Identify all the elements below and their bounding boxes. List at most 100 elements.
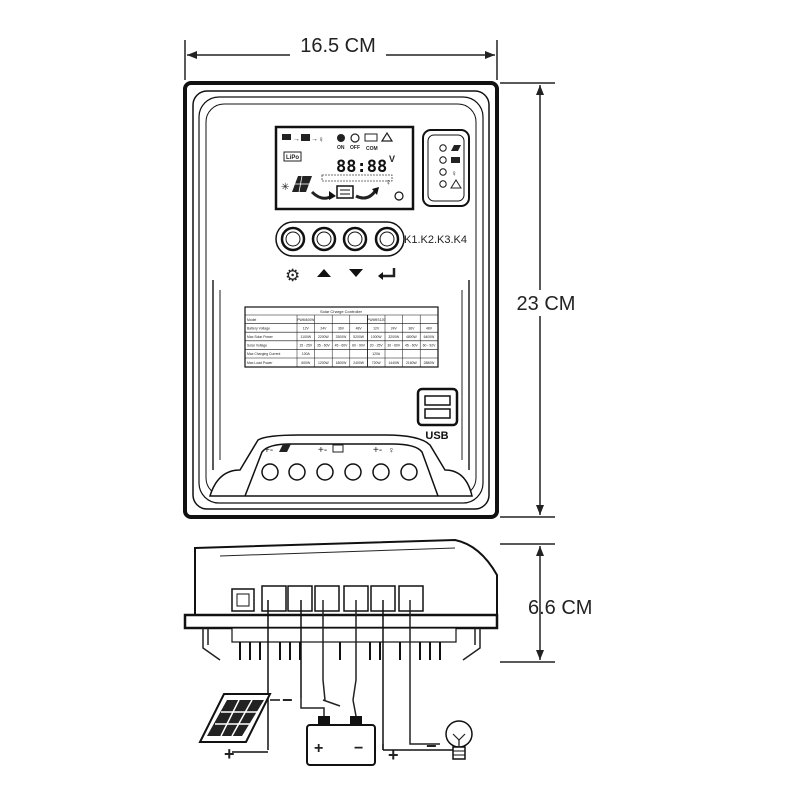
gear-icon: ⚙ bbox=[285, 266, 300, 285]
terminal-block-front: +- +- +- ♀ bbox=[208, 434, 473, 497]
key-k2-button[interactable] bbox=[311, 226, 337, 252]
lcd-com-label: COM bbox=[366, 146, 378, 152]
spec-table-cell: 100A bbox=[302, 352, 311, 356]
terminal-solar-icon bbox=[279, 444, 291, 452]
load-minus-label: − bbox=[426, 736, 437, 756]
spec-table-cell: 24V bbox=[320, 326, 327, 330]
spec-table-row-header: Max Charging Current bbox=[247, 352, 280, 356]
lcd-bulb-icon: ♀ bbox=[385, 177, 392, 187]
spec-table-cell: 60 - 92V bbox=[423, 344, 437, 348]
lcd-display: → → ♀ ON OFF COM LiPo 88:88 V ✳ bbox=[274, 125, 415, 211]
load-plus-minus-icon: +- bbox=[373, 445, 382, 456]
led-load bbox=[439, 168, 447, 176]
enter-icon bbox=[383, 268, 396, 278]
spec-table-cell: 45 - 60V bbox=[335, 344, 349, 348]
key-k3-button[interactable] bbox=[342, 226, 368, 252]
side-view bbox=[183, 538, 499, 661]
spec-table-cell: 12V bbox=[373, 326, 380, 330]
spec-table-cell: 2400W bbox=[353, 361, 365, 365]
battery-plus-minus-icon: +- bbox=[318, 445, 327, 456]
keys-label: K1.K2.K3.K4 bbox=[404, 234, 467, 246]
spec-table-cell: PWM400W bbox=[297, 318, 315, 322]
solar-plus-label: + bbox=[224, 744, 235, 764]
usb-label: USB bbox=[425, 430, 448, 442]
heatsink-fins bbox=[239, 642, 441, 660]
bulb-icon: ♀ bbox=[318, 135, 324, 144]
spec-table-cell: 3300W bbox=[336, 335, 348, 339]
svg-text:→: → bbox=[293, 136, 300, 143]
solar-minus-label: − bbox=[282, 690, 293, 710]
spec-table-cell: PWM9S120 bbox=[367, 318, 385, 322]
led-bulb-icon: ♀ bbox=[451, 169, 457, 178]
spec-table-cell: 15 - 25V bbox=[299, 344, 313, 348]
spec-table-row-header: Model bbox=[247, 318, 256, 322]
spec-table-row-header: Max Load Power bbox=[247, 361, 273, 365]
terminal-battery-icon bbox=[332, 444, 344, 453]
spec-table-cell: 48V bbox=[426, 326, 433, 330]
spec-table-cell: 3200W bbox=[388, 335, 400, 339]
spec-table-row-header: Battery Voltage bbox=[247, 326, 270, 330]
spec-table-cell: 45 - 60V bbox=[405, 344, 419, 348]
lightbulb-icon: + − bbox=[383, 720, 473, 765]
wiring bbox=[267, 600, 440, 750]
off-indicator-icon bbox=[350, 133, 360, 143]
height-dimension: 23 CM bbox=[500, 82, 585, 518]
spec-table-cell: 36V bbox=[408, 326, 415, 330]
solar-panel-icon: + − bbox=[198, 690, 293, 764]
solar-plus-minus-icon: +- bbox=[264, 445, 273, 456]
battery-minus-label: − bbox=[354, 740, 363, 757]
depth-dimension: 6.6 CM bbox=[500, 543, 592, 663]
spec-table-cell: 12V bbox=[303, 326, 310, 330]
led-indicator-panel: ♀ bbox=[422, 129, 470, 207]
lcd-lipo-label: LiPo bbox=[286, 155, 299, 161]
clock-icon bbox=[394, 191, 404, 201]
spec-table-cell: 60 - 90V bbox=[352, 344, 366, 348]
front-view: → → ♀ ON OFF COM LiPo 88:88 V ✳ bbox=[183, 81, 499, 519]
led-warning-icon bbox=[450, 179, 462, 189]
spec-table-cell: 1800W bbox=[336, 361, 348, 365]
terminal-bulb-icon: ♀ bbox=[388, 445, 395, 455]
spec-table-cell: 600W bbox=[301, 361, 311, 365]
warning-icon bbox=[380, 131, 394, 142]
lcd-digits: 88:88 bbox=[336, 157, 387, 177]
spec-table-cell: 6400W bbox=[424, 335, 436, 339]
led-battery bbox=[439, 156, 447, 164]
lcd-segment-bar bbox=[321, 174, 393, 182]
width-label: 16.5 CM bbox=[300, 35, 376, 57]
spec-table-cell: 720W bbox=[372, 361, 382, 365]
spec-table-cell: 20 - 25V bbox=[370, 344, 384, 348]
battery-icon bbox=[301, 134, 310, 141]
load-plus-label: + bbox=[388, 745, 399, 765]
sun-icon: ✳ bbox=[281, 182, 289, 193]
button-bar: K1.K2.K3.K4 ⚙ bbox=[275, 221, 467, 285]
lcd-on-label: ON bbox=[337, 145, 345, 151]
spec-table-cell: 2880W bbox=[424, 361, 436, 365]
lcd-off-label: OFF bbox=[350, 145, 360, 151]
spec-table-cell: 36V bbox=[338, 326, 345, 330]
battery-plus-label: + bbox=[314, 740, 323, 757]
on-indicator-icon bbox=[337, 134, 345, 142]
spec-table-cell: 4800W bbox=[406, 335, 418, 339]
lcd-battery-icon bbox=[336, 185, 354, 199]
spec-table-row-header: Solar Voltage bbox=[247, 344, 267, 348]
spec-table-cell: 2160W bbox=[406, 361, 418, 365]
battery-icon: + − bbox=[300, 698, 376, 766]
usb-port[interactable]: USB bbox=[416, 387, 459, 442]
led-solar bbox=[439, 144, 447, 152]
key-k4-button[interactable] bbox=[374, 226, 400, 252]
spec-table-row-header: Max Solar Power bbox=[247, 335, 274, 339]
spec-table-cell: 48V bbox=[356, 326, 363, 330]
led-battery-icon bbox=[451, 157, 460, 163]
spec-table-cell: 1440W bbox=[388, 361, 400, 365]
spec-table-cell: 120A bbox=[372, 352, 381, 356]
height-label: 23 CM bbox=[517, 293, 576, 315]
key-k1-button[interactable] bbox=[280, 226, 306, 252]
led-solar-icon bbox=[451, 145, 461, 151]
settings-box-icon bbox=[364, 133, 378, 142]
spec-table-cell: 1200W bbox=[318, 361, 330, 365]
spec-table-cell: 1100W bbox=[301, 335, 312, 339]
front-screw-terminals bbox=[261, 463, 418, 481]
up-arrow-icon bbox=[317, 269, 331, 277]
